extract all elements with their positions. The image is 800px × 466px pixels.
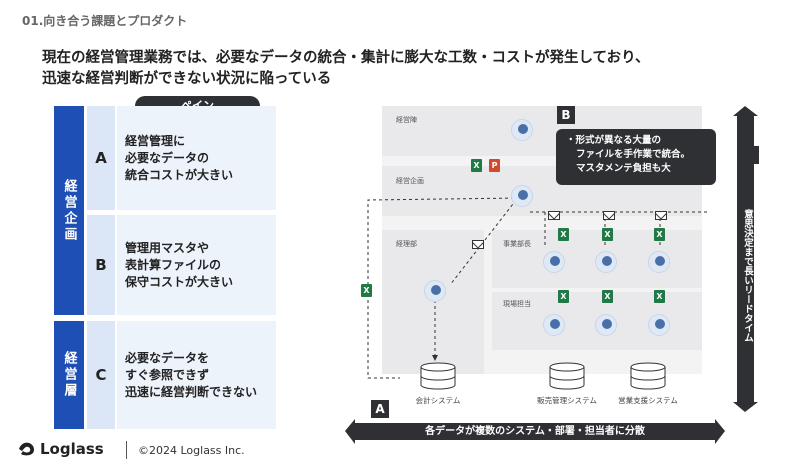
callout-line-1: ・形式が異なる大量の	[566, 135, 662, 146]
excel-icon: X	[558, 290, 569, 303]
division-head-avatar-3	[648, 251, 670, 273]
row-key-a: A	[87, 106, 115, 210]
row-key-b: B	[87, 215, 115, 315]
lead-time-arrow	[733, 106, 758, 412]
field-staff-avatar-3	[648, 314, 670, 336]
tag-a: A	[371, 400, 389, 418]
copyright: ©2024 Loglass Inc.	[138, 444, 245, 457]
excel-icon: X	[602, 228, 613, 241]
row-a-line-1: 経営管理に	[125, 133, 186, 148]
callout-line-3: マスタメンテ負担も大	[576, 163, 671, 174]
database-icon	[420, 362, 456, 390]
row-c-line-2: すぐ参照できず	[125, 367, 210, 382]
row-label-accounting: 経理部	[396, 240, 417, 248]
accounting-band	[382, 230, 484, 374]
exec-avatar	[511, 119, 533, 141]
group-label-planning: 経営企画	[54, 106, 84, 315]
row-c-line-1: 必要なデータを	[125, 350, 210, 365]
row-text-c: 必要なデータを すぐ参照できず 迅速に経営判断できない	[117, 321, 276, 429]
accounting-avatar	[424, 280, 446, 302]
tag-b: B	[557, 106, 575, 124]
lead-time-label: 意思決定まで長いリードタイム	[742, 208, 753, 342]
data-dispersed-arrow: 各データが複数のシステム・部署・担当者に分散	[345, 419, 725, 444]
row-a-line-2: 必要なデータの	[125, 150, 210, 165]
row-label-division-head: 事業部長	[503, 240, 531, 248]
system-label-sales-management: 販売管理システム	[537, 396, 597, 405]
headline: 現在の経営管理業務では、必要なデータの統合・集計に膨大な工数・コストが発生してお…	[42, 48, 742, 90]
row-b-line-3: 保守コストが大きい	[125, 274, 234, 289]
field-staff-avatar-1	[543, 314, 565, 336]
row-a-line-3: 統合コストが大きい	[125, 167, 234, 182]
mail-icon	[548, 211, 560, 220]
excel-icon: X	[361, 284, 372, 297]
division-head-avatar-1	[543, 251, 565, 273]
system-label-accounting: 会計システム	[415, 396, 461, 405]
mail-icon	[472, 240, 484, 249]
planning-avatar	[511, 185, 533, 207]
brand-name: Loglass	[40, 440, 104, 458]
row-b-line-2: 表計算ファイルの	[125, 257, 222, 272]
row-text-b: 管理用マスタや 表計算ファイルの 保守コストが大きい	[117, 215, 276, 315]
headline-line-2: 迅速な経営判断ができない状況に陥っている	[42, 71, 332, 87]
issue-callout: ・形式が異なる大量の ファイルを手作業で統合。 マスタメンテ負担も大	[556, 129, 716, 185]
headline-line-1: 現在の経営管理業務では、必要なデータの統合・集計に膨大な工数・コストが発生してお…	[42, 50, 650, 66]
row-b-line-1: 管理用マスタや	[125, 240, 210, 255]
database-icon	[630, 362, 666, 390]
row-label-planning: 経営企画	[396, 177, 424, 185]
loglass-logo-icon	[19, 442, 35, 456]
row-text-a: 経営管理に 必要なデータの 統合コストが大きい	[117, 106, 276, 210]
section-label: 01.向き合う課題とプロダクト	[22, 14, 188, 28]
group-label-executives: 経営層	[54, 321, 84, 429]
footer-divider	[126, 441, 127, 459]
excel-icon: X	[558, 228, 569, 241]
field-staff-avatar-2	[595, 314, 617, 336]
database-icon	[549, 362, 585, 390]
row-c-line-3: 迅速に経営判断できない	[125, 384, 258, 399]
excel-icon: X	[602, 290, 613, 303]
mail-icon	[655, 211, 667, 220]
row-key-c: C	[87, 321, 115, 429]
row-label-field-staff: 現場担当	[503, 300, 531, 308]
excel-icon: X	[654, 290, 665, 303]
excel-icon: X	[654, 228, 665, 241]
callout-line-2: ファイルを手作業で統合。	[576, 149, 691, 160]
division-head-avatar-2	[595, 251, 617, 273]
excel-icon: X	[471, 159, 482, 172]
powerpoint-icon: P	[489, 159, 500, 172]
system-label-sales-support: 営業支援システム	[618, 396, 678, 405]
mail-icon	[603, 211, 615, 220]
row-label-exec: 経営陣	[396, 116, 417, 124]
